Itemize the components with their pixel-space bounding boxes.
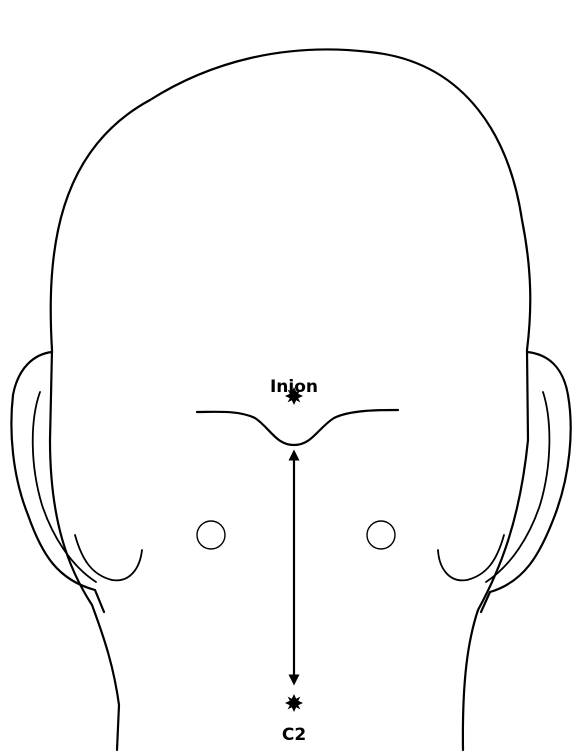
occipital-line (197, 410, 398, 445)
c2-label: C2 (282, 725, 306, 745)
left-circle-icon (197, 521, 225, 549)
right-circle-icon (367, 521, 395, 549)
right-ear-helix (486, 392, 549, 582)
c2-star-icon (285, 694, 303, 712)
left-ear-helix (33, 392, 96, 582)
inion-label: Inion (270, 377, 318, 397)
right-ear (481, 352, 571, 612)
right-ear-concha (438, 535, 504, 580)
left-ear (11, 352, 104, 612)
